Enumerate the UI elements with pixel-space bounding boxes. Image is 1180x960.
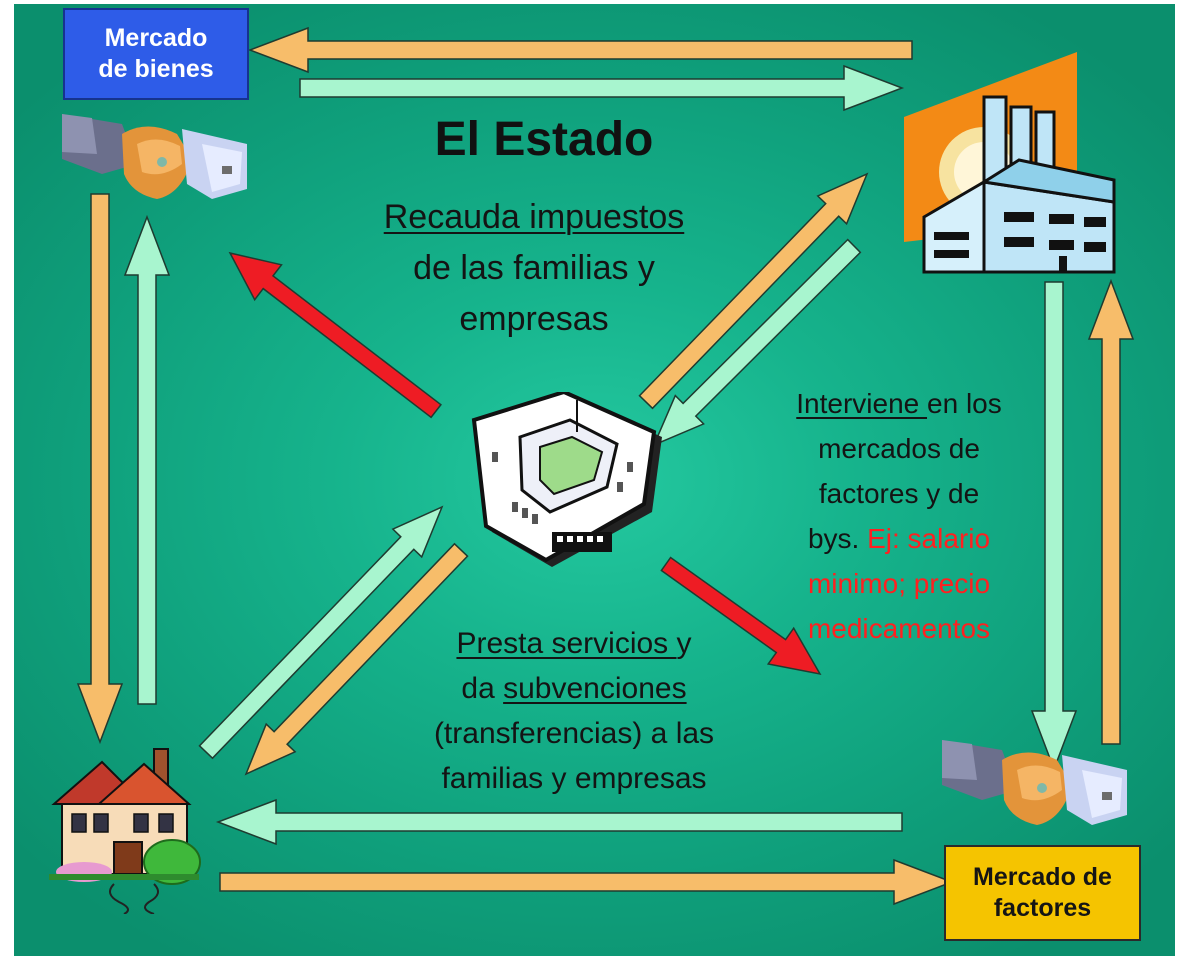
pentagon-building-icon [471,392,662,567]
arrow-to-factory-diag [638,172,869,410]
handshake-icon [62,114,247,199]
arrow-right-up [1087,278,1135,745]
arrow-left-to-factory [299,64,905,112]
presta-line4: familias y empresas [441,762,707,795]
presta-subvenciones: subvenciones [503,672,687,705]
presta-text: Presta servicios y da subvenciones (tran… [404,621,744,801]
arrow-from-pentagon-diag [244,542,469,776]
arrow-bienes-to-left [247,26,913,74]
interviene-word: Interviene [796,388,928,419]
arrow-red-impuestos [228,251,442,419]
factory-icon [904,52,1116,274]
interviene-line4-a: bys. [807,523,868,554]
interviene-line6: medicamentos [807,613,991,644]
mercado-factores-line1: Mercado de [973,862,1112,891]
interviene-line5: minimo; precio [807,568,991,599]
presta-line3: (transferencias) a las [433,717,715,750]
arrow-bottom-left [215,798,903,846]
mercado-factores-line2: factores [993,894,1092,922]
page-title: El Estado [434,113,654,166]
interviene-line1-rest: en los [927,388,1002,419]
presta-servicios: Presta servicios [456,627,677,660]
interviene-line4-b: Ej: salario [867,523,991,554]
interviene-line2: mercados de [818,433,980,464]
arrow-bottom-right [219,858,955,906]
recauda-text: Recauda impuestos de las familias y empr… [334,192,734,345]
presta-line2: da subvenciones [404,666,744,711]
recauda-line3: empresas [459,300,609,338]
arrows-layer [76,26,1135,906]
mercado-bienes-box: Mercado de bienes [63,8,249,100]
arrow-left-down [76,193,124,745]
mercado-bienes-line2: de bienes [98,55,214,83]
interviene-text: Interviene en los mercados de factores y… [759,381,1039,651]
arrow-right-down [1030,281,1078,772]
presta-y: y [676,627,692,660]
mercado-factores-box: Mercado de factores [944,845,1141,941]
presta-line1: Presta servicios y [404,621,744,666]
recauda-line2: de las familias y [413,249,655,287]
interviene-line3: factores y de [818,478,980,509]
handshake-icon [942,740,1127,825]
slide-background: Mercado de bienes Mercado de factores El… [14,4,1175,956]
arrow-left-up [123,214,171,705]
interviene-line4: bys. Ej: salario [759,516,1039,561]
mercado-bienes-line1: Mercado [104,23,208,52]
presta-da: da [461,672,504,705]
arrow-red-interviene [660,556,822,676]
arrow-to-pentagon-diag [198,505,444,760]
arrow-from-factory-diag [652,238,862,447]
house-icon [49,748,201,914]
interviene-line1: Interviene en los [759,381,1039,426]
recauda-line1: Recauda impuestos [383,198,685,236]
